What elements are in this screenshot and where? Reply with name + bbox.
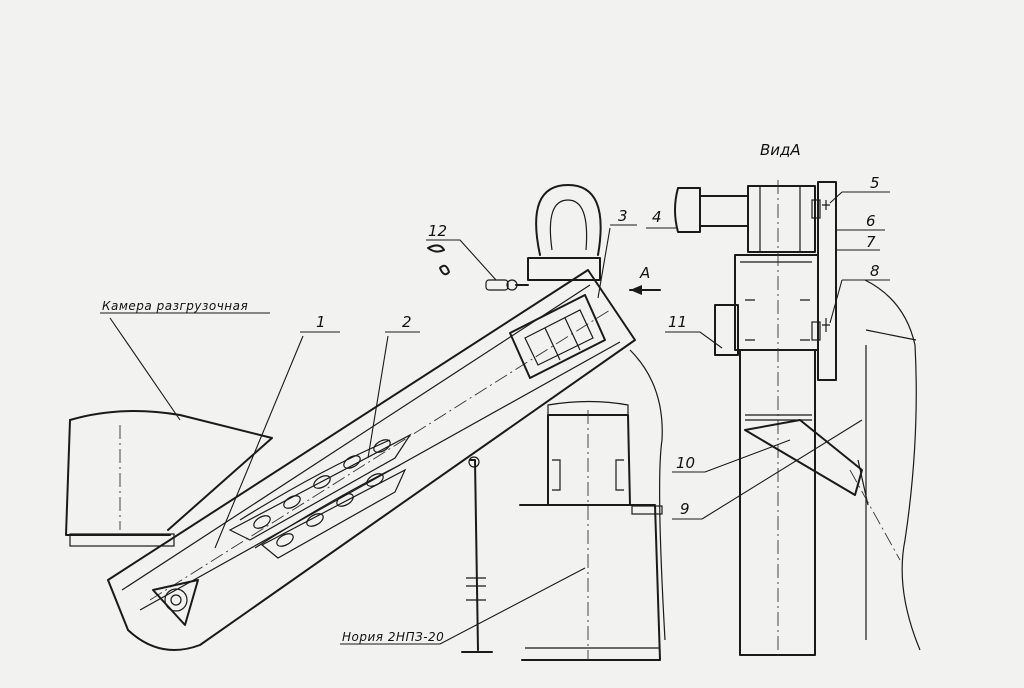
part-number-9: 9 xyxy=(680,500,690,518)
part-number-6: 6 xyxy=(866,212,876,230)
part-number-12: 12 xyxy=(428,222,447,240)
part-number-4: 4 xyxy=(652,208,662,226)
view-arrow-letter: А xyxy=(639,264,650,282)
part-number-1: 1 xyxy=(316,313,326,331)
part-number-3: 3 xyxy=(618,207,628,225)
view-a xyxy=(629,180,921,660)
chain-links xyxy=(253,439,391,547)
lifting-loop xyxy=(527,184,602,281)
part-number-10: 10 xyxy=(676,454,695,472)
elevator-column xyxy=(519,349,666,661)
part-number-5: 5 xyxy=(870,174,880,192)
elevator-label: Нория 2НПЗ-20 xyxy=(342,630,444,644)
view-a-title: ВидА xyxy=(760,141,801,159)
labels: ВидА А Камера разгрузочная Нория 2НПЗ-20… xyxy=(102,141,880,644)
chamber-label: Камера разгрузочная xyxy=(102,299,248,313)
unloading-chamber xyxy=(65,410,273,547)
head-drive-box xyxy=(509,294,606,379)
part-number-2: 2 xyxy=(402,313,412,331)
part-number-11: 11 xyxy=(668,313,687,331)
part-number-8: 8 xyxy=(870,262,880,280)
valve-part-12 xyxy=(427,244,529,291)
leader-lines xyxy=(100,191,890,645)
part-number-7: 7 xyxy=(866,233,876,251)
support-leg xyxy=(461,456,493,653)
